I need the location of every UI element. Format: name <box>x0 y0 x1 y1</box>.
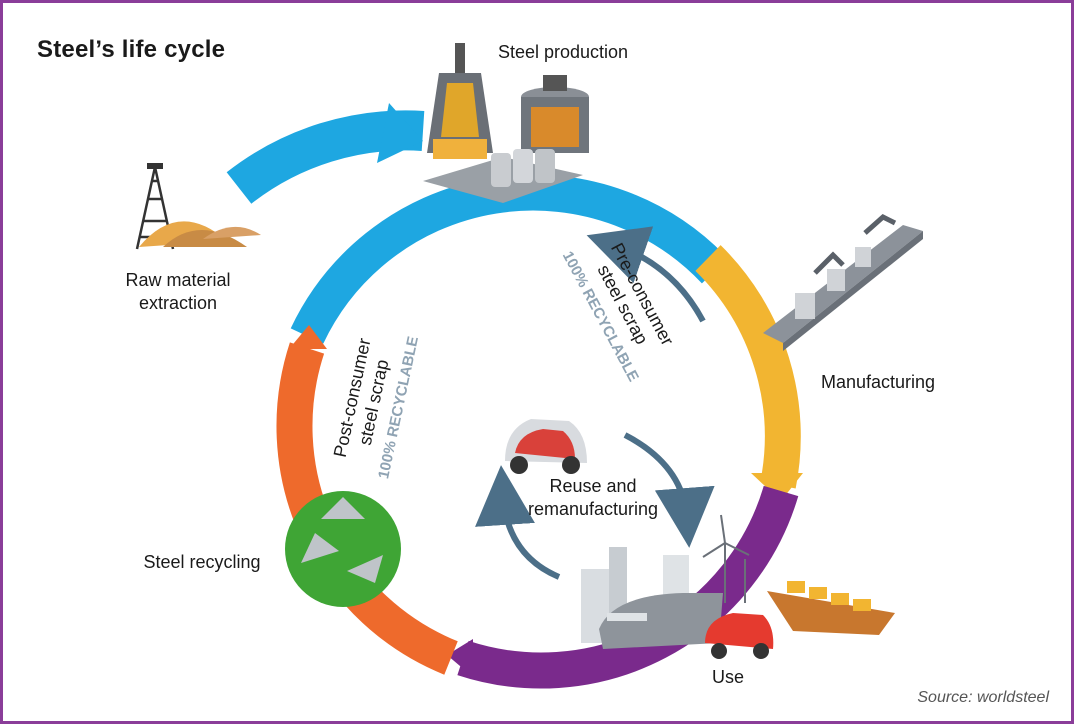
life-cycle-diagram: Post-consumer steel scrap 100% RECYCLABL… <box>135 43 923 689</box>
stage-label-raw-material: Raw material extraction <box>103 269 253 315</box>
reuse-arrow-up <box>475 465 561 580</box>
raw-material-line2: extraction <box>138 293 218 313</box>
post-consumer-label: Post-consumer steel scrap 100% RECYCLABL… <box>330 335 422 480</box>
assembly-line-icon <box>763 214 923 351</box>
steel-coils-icon <box>423 149 583 203</box>
car-icon <box>705 613 774 659</box>
reuse-car-icon <box>505 419 587 474</box>
ring-arrowhead-orange <box>289 325 327 349</box>
source-caption: Source: worldsteel <box>917 689 1049 706</box>
raw-material-line1: Raw material <box>125 270 231 290</box>
wind-turbine-icon <box>702 514 750 603</box>
cargo-ship-icon <box>767 581 895 635</box>
oil-rig-icon <box>135 163 175 250</box>
stage-label-manufacturing: Manufacturing <box>820 372 936 392</box>
stage-label-use: Use <box>711 667 744 687</box>
converter-icon <box>521 75 589 153</box>
reuse-line1: Reuse and <box>549 476 637 496</box>
sand-pile-icon <box>139 221 261 247</box>
ring-arrowhead-purple <box>447 639 473 677</box>
blast-furnace-icon <box>427 43 493 159</box>
ring-arrowhead-blue <box>377 103 423 163</box>
ring-arrowhead-yellow <box>751 473 803 501</box>
stage-label-steel-production: Steel production <box>497 42 629 62</box>
stage-label-steel-recycling: Steel recycling <box>143 552 261 572</box>
recycling-icon <box>285 491 401 607</box>
reuse-arrow-down <box>623 432 715 548</box>
ring-segment-yellow <box>695 245 801 489</box>
reuse-line2: remanufacturing <box>527 499 659 519</box>
diagram-title: Steel’s life cycle <box>37 36 226 63</box>
pre-consumer-arrow <box>586 226 706 323</box>
train-icon <box>599 593 723 649</box>
stage-label-reuse: Reuse and remanufacturing <box>503 475 683 521</box>
